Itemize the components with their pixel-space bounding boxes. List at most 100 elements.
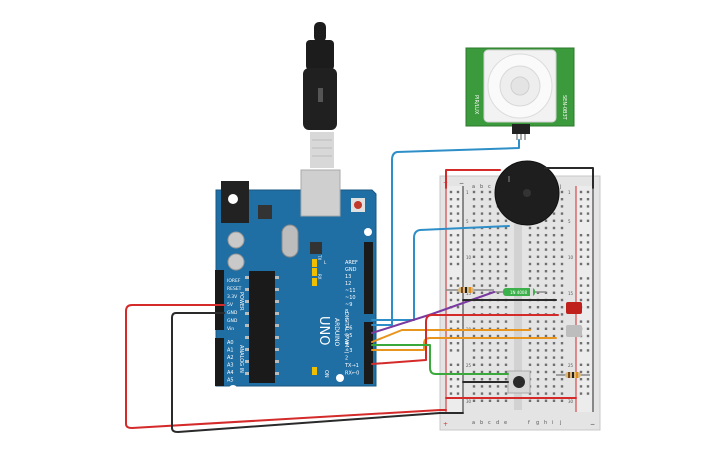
- arduino-brand-label: ARDUINO: [333, 318, 340, 347]
- breadboard-hole: [472, 190, 476, 194]
- rail-hole: [449, 291, 453, 294]
- rail-hole: [586, 385, 590, 388]
- breadboard-hole: [472, 349, 476, 352]
- breadboard-hole: [560, 370, 564, 374]
- column-letter: a: [472, 184, 475, 190]
- wire-top-red-rail: [445, 169, 501, 189]
- wire-green-button: [371, 344, 509, 375]
- breadboard-hole: [488, 349, 492, 352]
- column-letter: j: [559, 420, 561, 426]
- rail-hole: [586, 284, 590, 287]
- row-number-right: 10: [568, 255, 574, 260]
- breadboard-hole: [472, 284, 476, 287]
- digital-pin-label: RX←0: [345, 371, 359, 377]
- breadboard-hole: [560, 378, 564, 381]
- rail-hole: [449, 320, 453, 323]
- breadboard-hole: [472, 306, 476, 309]
- breadboard-hole: [528, 277, 532, 280]
- breadboard-hole: [496, 349, 500, 352]
- usb-cable: [303, 22, 337, 168]
- breadboard-hole: [528, 349, 532, 352]
- breadboard-hole: [488, 255, 492, 258]
- rail-hole: [456, 392, 460, 395]
- breadboard-hole: [504, 262, 508, 266]
- pushbutton: [507, 370, 531, 394]
- rail-hole: [456, 385, 460, 388]
- breadboard-hole: [544, 255, 548, 258]
- rail-hole: [586, 248, 590, 251]
- breadboard-hole: [472, 270, 476, 273]
- breadboard-hole: [488, 205, 492, 208]
- breadboard-hole: [552, 262, 556, 266]
- breadboard-hole: [560, 399, 564, 402]
- breadboard-hole: [504, 277, 508, 280]
- breadboard-hole: [544, 248, 548, 251]
- rail-hole: [579, 363, 583, 366]
- breadboard-hole: [480, 392, 484, 395]
- digital-pin-label: AREF: [345, 260, 358, 266]
- column-letter: c: [488, 420, 491, 426]
- breadboard-hole: [544, 392, 548, 395]
- breadboard-hole: [544, 270, 548, 273]
- breadboard-hole: [504, 363, 508, 366]
- breadboard-hole: [544, 234, 548, 237]
- rail-hole: [579, 212, 583, 215]
- breadboard-hole: [472, 262, 476, 266]
- rail-hole: [449, 255, 453, 258]
- breadboard-hole: [528, 248, 532, 251]
- breadboard-hole: [496, 277, 500, 280]
- column-letter: h: [544, 420, 547, 426]
- digital-pin-label: GND: [345, 267, 357, 273]
- breadboard-hole: [488, 378, 492, 381]
- rail-hole: [579, 392, 583, 395]
- breadboard-hole: [480, 327, 484, 330]
- breadboard-hole: [560, 255, 564, 258]
- breadboard-hole: [560, 356, 564, 359]
- rail-hole: [586, 363, 590, 366]
- breadboard-hole: [504, 248, 508, 251]
- wire-5v-red: [125, 304, 447, 429]
- rail-hole: [579, 385, 583, 388]
- column-letter: b: [480, 184, 483, 190]
- analog-pin-label: A2: [227, 355, 234, 361]
- breadboard-hole: [560, 284, 564, 287]
- breadboard-hole: [472, 241, 476, 244]
- breadboard-hole: [504, 349, 508, 352]
- bottom-minus-right: −: [590, 421, 595, 428]
- breadboard-hole: [536, 284, 540, 287]
- breadboard-hole: [552, 349, 556, 352]
- white-led: [566, 325, 582, 337]
- digital-pin-label: 4: [345, 341, 348, 347]
- breadboard-hole: [536, 270, 540, 273]
- breadboard-hole: [528, 399, 532, 402]
- breadboard-hole: [552, 248, 556, 251]
- breadboard-hole: [536, 248, 540, 251]
- breadboard-hole: [560, 212, 564, 215]
- breadboard-hole: [560, 385, 564, 388]
- rail-hole: [586, 392, 590, 395]
- breadboard-hole: [488, 306, 492, 309]
- breadboard-hole: [496, 334, 500, 338]
- rail-hole: [579, 198, 583, 201]
- breadboard-hole: [536, 262, 540, 266]
- analog-pin-label: A5: [227, 378, 234, 384]
- digital-pin-label: 7: [345, 318, 348, 324]
- power-label: POWER: [238, 292, 244, 311]
- digital-pin-label: ~5: [345, 333, 352, 339]
- breadboard-hole: [536, 385, 540, 388]
- power-pin-label: GND: [227, 318, 238, 324]
- breadboard-hole: [480, 291, 484, 294]
- rail-hole: [456, 320, 460, 323]
- rail-hole: [456, 262, 460, 266]
- rail-hole: [579, 349, 583, 352]
- rail-hole: [586, 298, 590, 302]
- digital-pin-label: ~9: [345, 302, 352, 308]
- rail-hole: [586, 205, 590, 208]
- breadboard-hole: [528, 342, 532, 345]
- breadboard-hole: [496, 262, 500, 266]
- breadboard-hole: [472, 248, 476, 251]
- column-letter: i: [552, 420, 553, 426]
- power-pin-label: GND: [227, 310, 238, 316]
- power-pin-label: 5V: [227, 302, 234, 308]
